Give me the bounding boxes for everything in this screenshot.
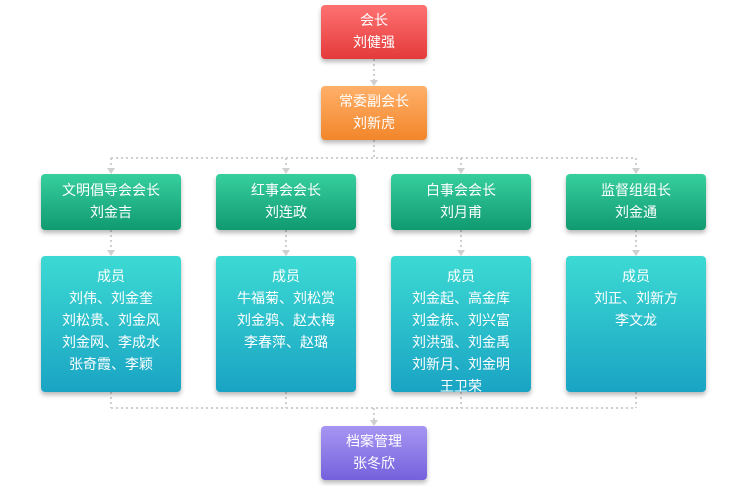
group-box-funeral: 白事会会长 刘月甫 (391, 174, 531, 230)
members-box-civilization: 成员 刘伟、刘金奎 刘松贵、刘金风 刘金网、李成水 张奇霞、李颖 (41, 256, 181, 392)
members-box-funeral: 成员 刘金起、高金库 刘金栋、刘兴富 刘洪强、刘金禹 刘新月、刘金明 王卫荣 (391, 256, 531, 395)
vice-president-title: 常委副会长 (339, 94, 409, 110)
group-title: 白事会会长 (426, 183, 496, 199)
vice-president-box: 常委副会长 刘新虎 (321, 86, 427, 140)
archive-title: 档案管理 (346, 434, 402, 450)
group-leader-name: 刘连政 (265, 205, 307, 221)
member-line: 刘金起、高金库 (412, 291, 510, 307)
members-box-supervision: 成员 刘正、刘新方 李文龙 (566, 256, 706, 392)
member-line: 李文龙 (615, 313, 657, 329)
member-line: 刘新月、刘金明 (412, 357, 510, 373)
member-line: 李春萍、赵璐 (244, 335, 328, 351)
group-leader-name: 刘金吉 (90, 205, 132, 221)
members-heading: 成员 (97, 269, 125, 285)
member-line: 刘松贵、刘金风 (62, 313, 160, 329)
president-name: 刘健强 (353, 35, 395, 51)
members-heading: 成员 (447, 269, 475, 285)
member-line: 刘正、刘新方 (594, 291, 678, 307)
archive-name: 张冬欣 (353, 456, 395, 472)
group-title: 监督组组长 (601, 183, 671, 199)
group-leader-name: 刘金通 (615, 205, 657, 221)
member-line: 刘洪强、刘金禹 (412, 335, 510, 351)
members-heading: 成员 (622, 269, 650, 285)
group-title: 红事会会长 (251, 183, 321, 199)
group-box-civilization: 文明倡导会会长 刘金吉 (41, 174, 181, 230)
president-title: 会长 (360, 13, 388, 29)
president-box: 会长 刘健强 (321, 5, 427, 59)
member-line: 刘金鸦、赵太梅 (237, 313, 335, 329)
group-leader-name: 刘月甫 (440, 205, 482, 221)
member-line: 刘伟、刘金奎 (69, 291, 153, 307)
member-line: 牛福菊、刘松赏 (237, 291, 335, 307)
member-line: 张奇霞、李颖 (69, 357, 153, 373)
members-heading: 成员 (272, 269, 300, 285)
group-title: 文明倡导会会长 (62, 183, 160, 199)
members-box-wedding: 成员 牛福菊、刘松赏 刘金鸦、赵太梅 李春萍、赵璐 (216, 256, 356, 392)
member-line: 王卫荣 (440, 379, 482, 395)
group-box-wedding: 红事会会长 刘连政 (216, 174, 356, 230)
member-line: 刘金网、李成水 (62, 335, 160, 351)
vice-president-name: 刘新虎 (353, 116, 395, 132)
group-box-supervision: 监督组组长 刘金通 (566, 174, 706, 230)
archive-box: 档案管理 张冬欣 (321, 426, 427, 480)
member-line: 刘金栋、刘兴富 (412, 313, 510, 329)
